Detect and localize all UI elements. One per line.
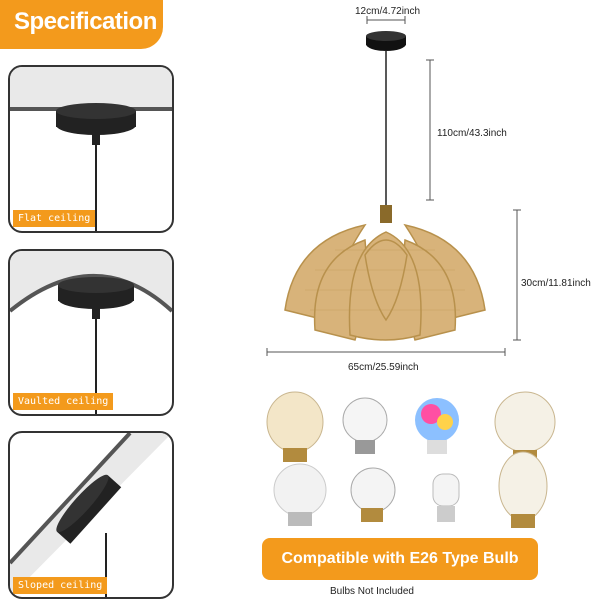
flat-ceiling-panel: Flat ceiling [8, 65, 174, 233]
rgb-bulb-icon [415, 398, 459, 454]
cord-dimension: 110cm/43.3inch [437, 128, 507, 139]
height-dimension: 30cm/11.81inch [521, 278, 591, 289]
incandescent-bulb-icon [350, 467, 396, 522]
sloped-ceiling-illustration [10, 433, 172, 597]
vaulted-ceiling-panel: Vaulted ceiling [8, 249, 174, 416]
flat-ceiling-label: Flat ceiling [13, 210, 96, 227]
title-tab [0, 0, 163, 49]
width-dimension: 65cm/25.59inch [348, 362, 419, 373]
bulbs-note: Bulbs Not Included [330, 586, 414, 597]
flat-ceiling-illustration [10, 67, 172, 231]
globe-filament-bulb-icon [494, 391, 556, 462]
page-title: Specification [14, 8, 157, 35]
spiral-bulb-icon [432, 473, 460, 522]
sloped-ceiling-panel: Sloped ceiling [8, 431, 174, 599]
sloped-ceiling-label: Sloped ceiling [13, 577, 108, 594]
vaulted-ceiling-label: Vaulted ceiling [13, 393, 114, 410]
led-bulb-icon [273, 463, 327, 526]
pendant-lamp-illustration [266, 16, 521, 356]
canopy-dimension: 12cm/4.72inch [355, 6, 421, 17]
compatibility-banner: Compatible with E26 Type Bulb [262, 538, 538, 580]
vaulted-ceiling-illustration [10, 251, 172, 414]
clear-bulb-icon [342, 397, 388, 454]
st-filament-bulb-icon [498, 451, 548, 528]
bulbs-illustration [266, 391, 556, 528]
edison-bulb-icon [266, 391, 324, 462]
